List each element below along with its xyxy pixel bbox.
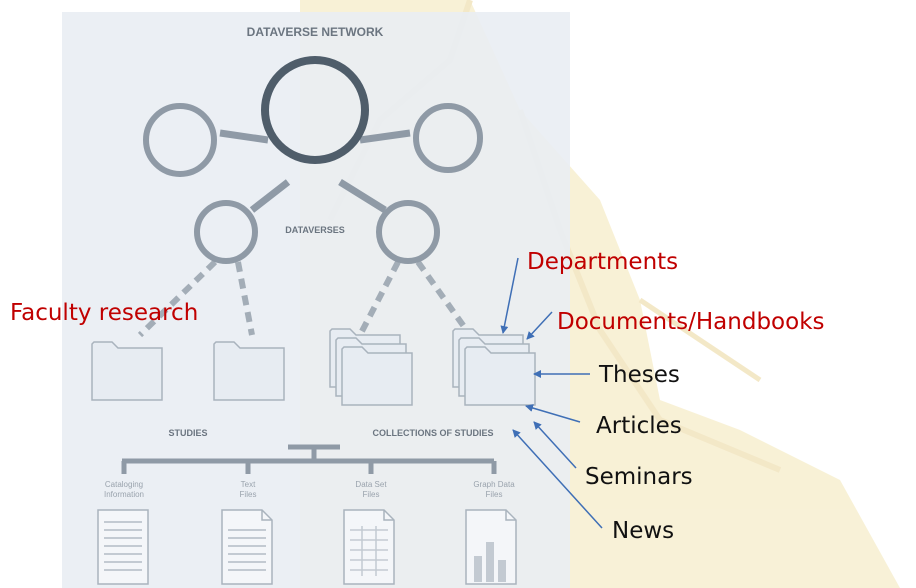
cataloging-document-icon	[97, 509, 149, 585]
dashed-connectors	[137, 259, 473, 338]
data-set-file-icon	[343, 509, 395, 585]
collections-label: COLLECTIONS OF STUDIES	[372, 428, 493, 438]
file-type-text-line1: Text	[241, 480, 256, 489]
file-type-cataloging-line2: Information	[104, 490, 144, 499]
diagram-panel	[62, 12, 570, 588]
dataverse-node-right	[376, 200, 440, 264]
documents-arrow	[526, 311, 553, 340]
departments-arrow	[500, 257, 519, 334]
articles-label: Articles	[596, 413, 682, 439]
dataverses-label: DATAVERSES	[285, 225, 345, 235]
node-right	[413, 103, 483, 173]
faculty-research-label: Faculty research	[10, 300, 199, 326]
collection-stack-1	[329, 328, 413, 406]
departments-label: Departments	[527, 249, 679, 275]
file-type-graph-line1: Graph Data	[473, 480, 515, 489]
articles-arrow	[525, 404, 581, 423]
graph-data-file-icon	[465, 509, 517, 585]
study-folder-1	[91, 341, 163, 401]
documents-handbooks-label: Documents/Handbooks	[557, 309, 825, 335]
news-label: News	[612, 518, 675, 544]
node-left	[143, 103, 217, 177]
network-hub-node	[261, 56, 369, 164]
collection-stack-2	[452, 328, 536, 406]
text-file-icon	[221, 509, 273, 585]
network-connectors	[219, 129, 411, 213]
dataverse-node-left	[194, 200, 258, 264]
file-type-cataloging-line1: Cataloging	[105, 480, 143, 489]
seminars-arrow	[533, 421, 577, 469]
file-tree-connector	[121, 444, 497, 474]
file-type-graph-line2: Files	[486, 490, 503, 499]
file-type-dataset-line1: Data Set	[355, 480, 387, 489]
diagram-title: DATAVERSE NETWORK	[247, 25, 384, 39]
theses-label: Theses	[599, 362, 680, 388]
news-arrow	[512, 429, 603, 529]
seminars-label: Seminars	[585, 464, 693, 490]
study-folder-2	[213, 341, 285, 401]
file-type-dataset-line2: Files	[363, 490, 380, 499]
file-type-text-line2: Files	[240, 490, 257, 499]
studies-label: STUDIES	[168, 428, 207, 438]
